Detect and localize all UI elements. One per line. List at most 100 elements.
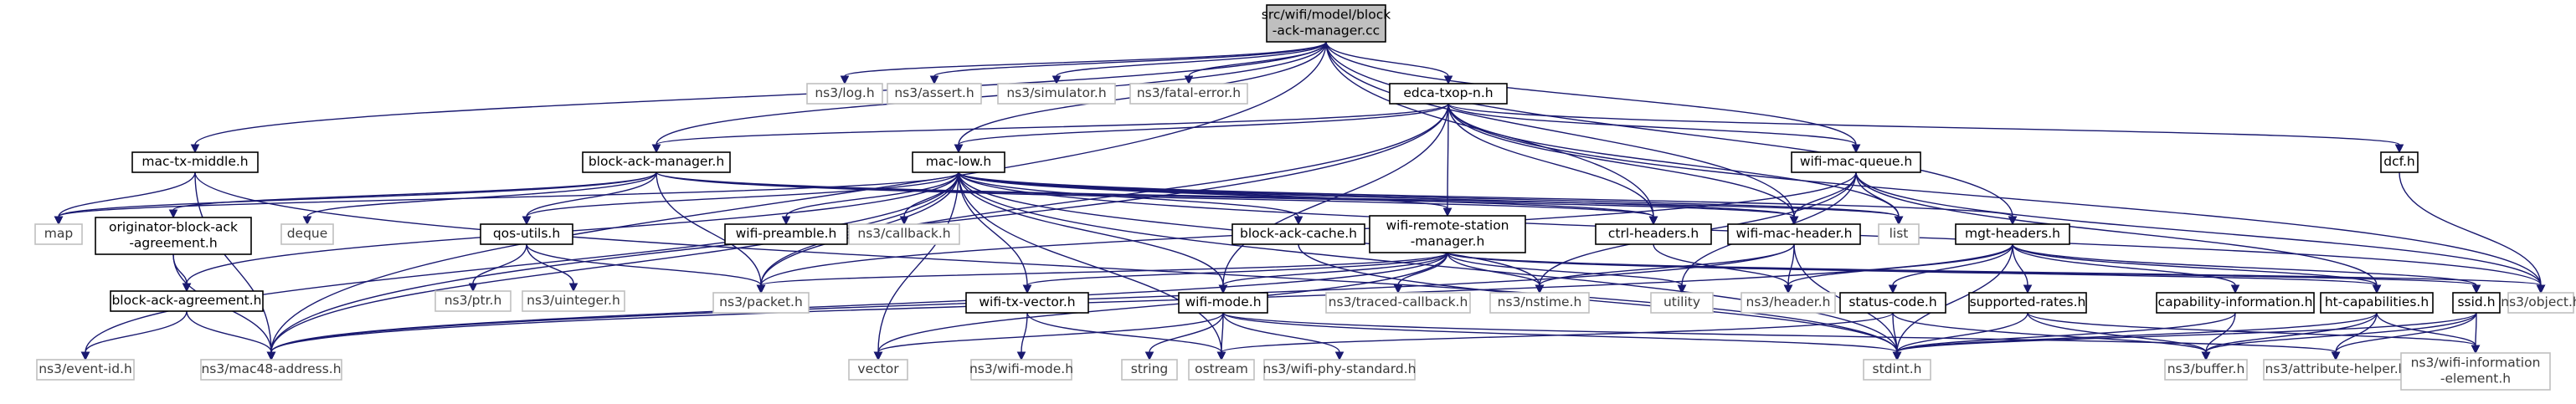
edge-line: [172, 171, 657, 211]
edge-maclow-to-ns3eventid: [80, 171, 959, 361]
edge-line: [526, 171, 959, 217]
edge-line: [958, 103, 1449, 146]
edge-line: [1892, 312, 1898, 353]
edge-line: [2335, 312, 2477, 353]
edge-arrowhead: [1218, 284, 1228, 294]
edge-line: [1896, 243, 2013, 353]
node-edca[interactable]: edca-txop-n.h: [1389, 83, 1508, 105]
node-label: stdint.h: [1873, 361, 1922, 376]
edge-line: [656, 171, 762, 286]
edge-arrowhead: [522, 216, 532, 226]
node-qos[interactable]: qos-utils.h: [480, 223, 573, 245]
node-wpre[interactable]: wifi-preamble.h: [724, 223, 848, 245]
edge-wrsm-to-ns3packet: [756, 252, 1448, 294]
node-mgt[interactable]: mgt-headers.h: [1955, 223, 2070, 245]
node-box: [1878, 223, 1920, 245]
node-status[interactable]: status-code.h: [1839, 292, 1946, 314]
node-box: [1489, 292, 1590, 314]
node-box: [582, 151, 731, 173]
node-label: ns3/buffer.h: [2167, 361, 2245, 376]
edge-line: [844, 41, 1327, 77]
edge-line: [2376, 312, 2476, 346]
node-label: dcf.h: [2383, 154, 2414, 169]
edge-wmode-to-vector: [873, 312, 1224, 361]
node-label: ns3/traced-callback.h: [1329, 294, 1468, 309]
node-wrsm[interactable]: wifi-remote-station-manager.h: [1369, 215, 1526, 253]
edge-edca-to-bam: [651, 103, 1449, 154]
node-macmid[interactable]: mac-tx-middle.h: [131, 151, 259, 173]
edge-root-to-ns3simulator: [1051, 41, 1327, 85]
edge-line: [186, 310, 272, 353]
edge-line: [194, 41, 1327, 146]
edge-line: [1892, 312, 2207, 353]
edge-htcap-to-ns3wie: [2376, 312, 2481, 355]
node-maclow[interactable]: mac-low.h: [912, 151, 1005, 173]
edge-line: [1222, 103, 1449, 286]
edge-wmq-to-list: [1855, 171, 1904, 226]
edge-line: [472, 243, 527, 284]
node-capinfo[interactable]: capability-information.h: [2156, 292, 2315, 314]
node-baa[interactable]: block-ack-agreement.h: [110, 290, 264, 312]
node-bam[interactable]: block-ack-manager.h: [582, 151, 731, 173]
edge-line: [1021, 312, 1028, 353]
edge-arrowhead: [1442, 207, 1453, 217]
node-oba[interactable]: originator-block-ack-agreement.h: [95, 217, 252, 255]
node-dcf[interactable]: dcf.h: [2380, 151, 2419, 173]
edge-line: [958, 171, 1299, 217]
edge-line: [958, 171, 1898, 353]
node-bac[interactable]: block-ack-cache.h: [1231, 223, 1365, 245]
node-htcap[interactable]: ht-capabilities.h: [2320, 292, 2434, 314]
edge-line: [958, 171, 1654, 217]
edge-line: [1855, 171, 2542, 286]
node-label: wifi-preamble.h: [736, 226, 837, 241]
edge-line: [1397, 252, 1448, 286]
edge-line: [1447, 252, 1540, 286]
node-label: ostream: [1195, 361, 1248, 376]
node-wmode[interactable]: wifi-mode.h: [1178, 292, 1268, 314]
edge-arrowhead: [840, 75, 850, 85]
node-string: string: [1121, 359, 1178, 381]
edge-wtv-to-ns3wifimode: [1016, 312, 1028, 361]
node-label: vector: [857, 361, 899, 376]
node-label: ns3/mac48-address.h: [201, 361, 341, 376]
node-box: [848, 359, 908, 381]
edge-arrowhead: [182, 283, 192, 293]
edge-suprates-to-stdint: [1892, 312, 2028, 361]
node-label: string: [1131, 361, 1169, 376]
node-wtv[interactable]: wifi-tx-vector.h: [965, 292, 1089, 314]
edge-line: [2012, 243, 2378, 286]
node-box: [522, 290, 625, 312]
node-ostream: ostream: [1188, 359, 1255, 381]
node-ctrl[interactable]: ctrl-headers.h: [1595, 223, 1712, 245]
nodes-layer: src/wifi/model/block-ack-manager.cc ns3/l…: [34, 4, 2576, 391]
edge-root-to-edca: [1325, 41, 1453, 85]
node-wmq[interactable]: wifi-mac-queue.h: [1791, 151, 1921, 173]
edge-arrowhead: [2023, 284, 2033, 294]
node-box: [2164, 359, 2248, 381]
edge-line: [656, 171, 1900, 217]
edge-wrsm-to-htcap: [1447, 252, 2382, 294]
edge-line: [1896, 312, 2477, 353]
edge-line: [2205, 312, 2378, 353]
node-box: [36, 359, 135, 381]
edge-status-to-ostream: [1216, 312, 1894, 361]
edge-line: [958, 171, 1795, 217]
edge-line: [1447, 103, 1654, 217]
edge-wrsm-to-wtv: [1022, 252, 1448, 294]
node-ns3buffer: ns3/buffer.h: [2164, 359, 2248, 381]
edge-line: [1221, 312, 1224, 353]
node-box: [1389, 83, 1508, 105]
node-wmh[interactable]: wifi-mac-header.h: [1727, 223, 1861, 245]
node-label: ns3/nstime.h: [1498, 294, 1582, 309]
node-box: [200, 359, 342, 381]
node-suprates[interactable]: supported-rates.h: [1968, 292, 2087, 314]
node-ns3wifimode: ns3/wifi-mode.h: [969, 359, 1073, 381]
edge-arrowhead: [1184, 75, 1194, 85]
node-label: ns3/log.h: [815, 85, 874, 100]
node-ns3assert: ns3/assert.h: [887, 83, 982, 105]
edge-line: [2012, 243, 2028, 286]
node-label: ns3/header.h: [1746, 294, 1831, 309]
node-ssid[interactable]: ssid.h: [2452, 292, 2501, 314]
node-root[interactable]: src/wifi/model/block-ack-manager.cc: [1262, 4, 1391, 43]
node-label: ns3/fatal-error.h: [1137, 85, 1241, 100]
